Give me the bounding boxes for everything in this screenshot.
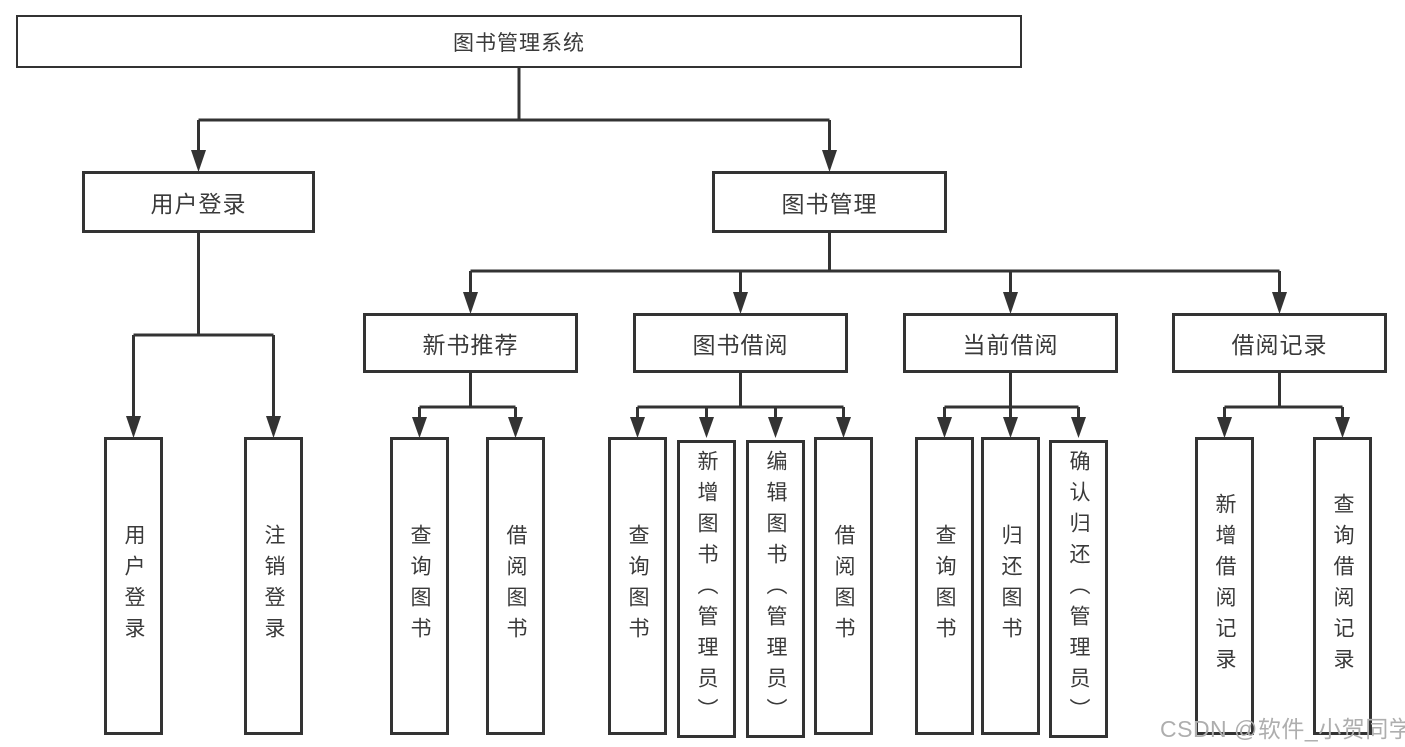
node-borrow-records: 借阅记录 bbox=[1172, 313, 1387, 373]
leaf-borrow-query-books: 查询图书 bbox=[608, 437, 667, 735]
leaf-recommend-query-books: 查询图书 bbox=[390, 437, 449, 735]
csdn-watermark: CSDN @软件_小贺同学 bbox=[1160, 716, 1405, 742]
node-current-borrow: 当前借阅 bbox=[903, 313, 1118, 373]
leaf-borrow-edit-book-admin: 编辑图书（管理员） bbox=[746, 440, 805, 738]
leaf-borrow-borrow-books: 借阅图书 bbox=[814, 437, 873, 735]
arrowhead-icons bbox=[126, 150, 1350, 438]
leaf-current-query-books: 查询图书 bbox=[915, 437, 974, 735]
node-library-system: 图书管理系统 bbox=[16, 15, 1022, 68]
leaf-current-return-books: 归还图书 bbox=[981, 437, 1040, 735]
leaf-records-add-borrow-record: 新增借阅记录 bbox=[1195, 437, 1254, 735]
node-user-login-group: 用户登录 bbox=[82, 171, 315, 233]
node-new-book-recommend: 新书推荐 bbox=[363, 313, 578, 373]
leaf-records-query-borrow-record: 查询借阅记录 bbox=[1313, 437, 1372, 735]
leaf-recommend-borrow-books: 借阅图书 bbox=[486, 437, 545, 735]
node-book-management: 图书管理 bbox=[712, 171, 947, 233]
leaf-borrow-add-book-admin: 新增图书（管理员） bbox=[677, 440, 736, 738]
leaf-logout: 注销登录 bbox=[244, 437, 303, 735]
node-book-borrow: 图书借阅 bbox=[633, 313, 848, 373]
leaf-current-confirm-return-admin: 确认归还（管理员） bbox=[1049, 440, 1108, 738]
leaf-user-login: 用户登录 bbox=[104, 437, 163, 735]
